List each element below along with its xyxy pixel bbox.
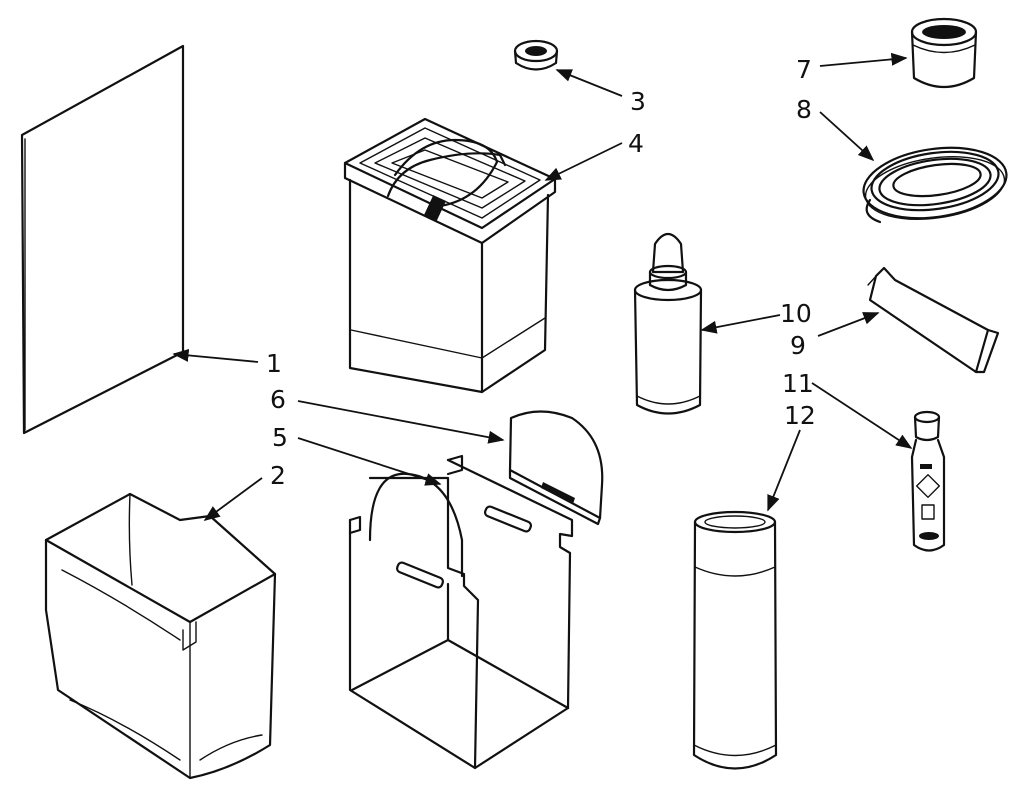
- leader-4: [544, 142, 623, 181]
- part-1-sheet: [20, 44, 185, 435]
- callout-6: 6: [270, 385, 286, 414]
- callout-labels: 1 2 3 4 5 6 7 8 9 10 11 12: [266, 55, 816, 490]
- callout-2: 2: [270, 461, 286, 490]
- part-7-tin: [910, 17, 978, 88]
- leader-9: [817, 312, 880, 337]
- callout-9: 9: [790, 331, 806, 360]
- part-3-cap: [513, 39, 559, 71]
- leader-5: [297, 437, 442, 486]
- leader-3: [555, 69, 623, 97]
- callout-10: 10: [780, 299, 812, 328]
- part-6-plate: [508, 410, 604, 526]
- part-10-bottle: [633, 232, 703, 415]
- leader-10: [700, 314, 781, 334]
- leader-lines: [172, 52, 913, 521]
- leader-1: [172, 348, 259, 363]
- leader-12: [767, 429, 801, 512]
- leader-6: [297, 400, 505, 444]
- part-12-can: [692, 510, 778, 770]
- part-9-tube: [867, 266, 1000, 374]
- callout-12: 12: [784, 401, 816, 430]
- callout-5: 5: [272, 423, 288, 452]
- callout-8: 8: [796, 95, 812, 124]
- part-11-vial: [910, 410, 946, 552]
- part-8-coil: [862, 146, 1008, 224]
- leader-11: [811, 382, 913, 449]
- callout-3: 3: [630, 87, 646, 116]
- leader-7: [819, 52, 908, 67]
- callout-4: 4: [628, 129, 644, 158]
- leader-2: [203, 477, 263, 521]
- callout-11: 11: [782, 369, 814, 398]
- leader-8: [819, 111, 875, 162]
- callout-1: 1: [266, 349, 282, 378]
- part-2-bag: [44, 492, 277, 780]
- callout-7: 7: [796, 55, 812, 84]
- part-4-container: [343, 117, 557, 394]
- part-5-rack: [348, 454, 574, 770]
